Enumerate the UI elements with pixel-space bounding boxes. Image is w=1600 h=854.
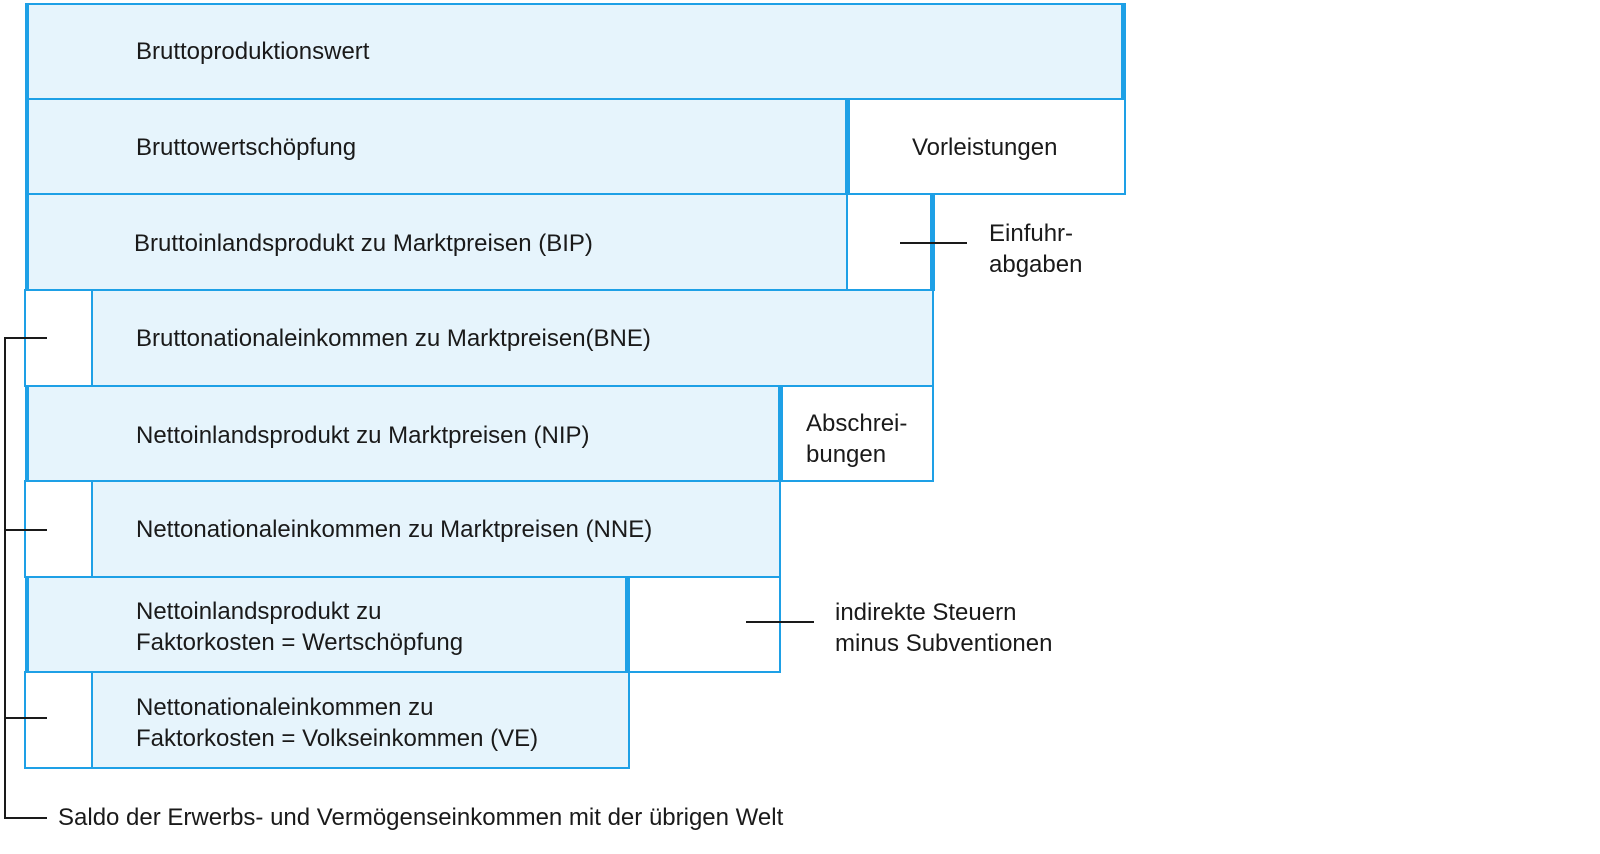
nne-label: Nettonationaleinkommen zu Marktpreisen (… — [136, 516, 653, 543]
saldo-tick-nne — [4, 529, 47, 531]
volkseinkommen-label-line1: Nettonationaleinkommen zu — [136, 694, 434, 721]
saldo-tick-label — [4, 817, 47, 819]
abschreibungen-label-line2: bungen — [806, 441, 887, 468]
wertschoepfung-label-line1: Nettoinlandsprodukt zu — [136, 598, 382, 625]
wertschoepfung-box — [25, 576, 630, 673]
volkseinkommen-label-line2: Faktorkosten = Volkseinkommen (VE) — [136, 725, 539, 752]
bne-label: Bruttonationaleinkommen zu Marktpreisen(… — [136, 325, 651, 352]
abschreibungen-label-line1: Abschrei- — [806, 410, 908, 437]
saldo-tick-ve — [4, 717, 47, 719]
nne-box — [91, 480, 781, 578]
ve-saldo-gap — [24, 671, 94, 769]
bip-label: Bruttoinlandsprodukt zu Marktpreisen (BI… — [134, 230, 593, 257]
saldo-bracket-vertical — [4, 337, 6, 818]
einfuhr-connector — [900, 242, 967, 244]
bruttowertschoepfung-label: Bruttowertschöpfung — [136, 134, 357, 161]
bruttoproduktionswert-box — [25, 3, 1126, 100]
nip-label: Nettoinlandsprodukt zu Marktpreisen (NIP… — [136, 422, 590, 449]
abschreibungen-box — [781, 385, 934, 482]
steuern-connector — [746, 621, 814, 623]
wertschoepfung-label-line2: Faktorkosten = Wertschöpfung — [136, 629, 464, 656]
steuern-gap-box — [628, 576, 781, 673]
vorleistungen-label: Vorleistungen — [912, 134, 1058, 161]
bruttowertschoepfung-box — [25, 98, 850, 195]
steuern-label-line1: indirekte Steuern — [835, 599, 1017, 626]
steuern-label-line2: minus Subventionen — [835, 630, 1053, 657]
saldo-tick-bne — [4, 337, 47, 339]
vorleistungen-box — [848, 98, 1126, 195]
saldo-label: Saldo der Erwerbs- und Vermögenseinkomme… — [58, 804, 784, 831]
bruttoproduktionswert-label: Bruttoproduktionswert — [136, 38, 370, 65]
volkseinkommen-box — [91, 671, 630, 769]
einfuhr-label-line1: Einfuhr- — [989, 220, 1074, 247]
einfuhr-label-line2: abgaben — [989, 251, 1083, 278]
